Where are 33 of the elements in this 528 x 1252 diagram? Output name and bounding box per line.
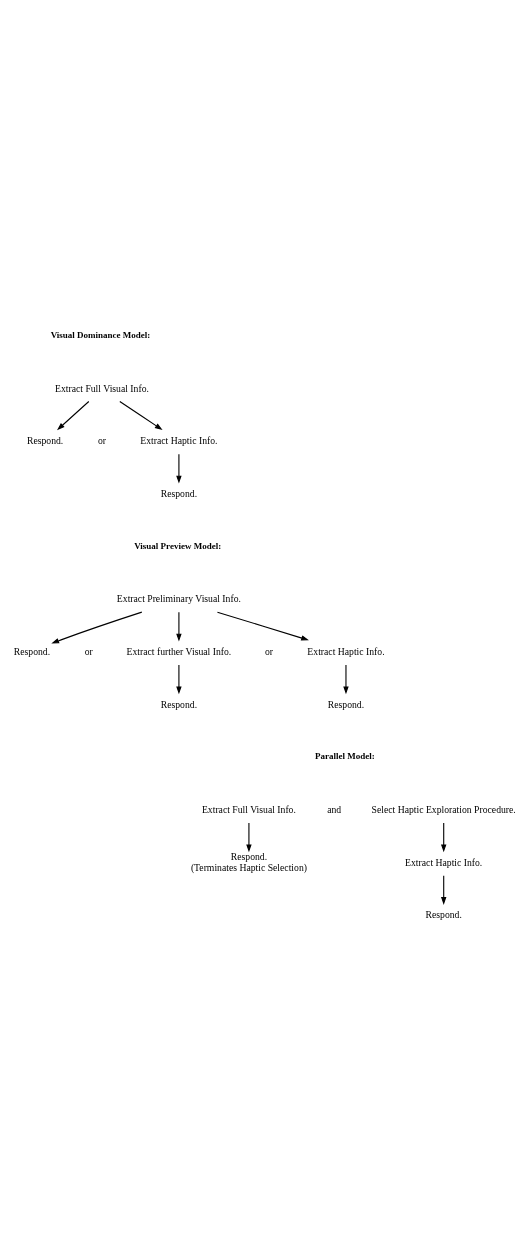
node-text: Extract further Visual Info. — [126, 645, 232, 657]
arrow — [216, 611, 309, 641]
node-text: Extract Haptic Info. — [405, 856, 483, 868]
label: or — [84, 645, 93, 657]
arrow — [176, 664, 182, 695]
label: and — [327, 803, 342, 815]
node-text: Respond. (Terminates Haptic Selection) — [190, 851, 307, 873]
arrow — [119, 400, 163, 431]
node-text: Respond. — [160, 487, 198, 499]
node-text: Respond. — [425, 909, 462, 921]
arrow — [57, 400, 90, 431]
node-text: Respond. — [26, 435, 64, 447]
arrow — [176, 453, 182, 484]
node-text: Respond. — [160, 698, 198, 710]
label: or — [97, 435, 107, 447]
node-text: Extract Full Visual Info. — [54, 382, 149, 394]
arrow — [176, 611, 182, 642]
label: Visual Preview Model: — [134, 540, 222, 551]
arrow — [343, 664, 349, 695]
arrow — [246, 822, 252, 853]
arrow — [441, 875, 447, 905]
node-text: Extract Haptic Info. — [140, 435, 218, 447]
label: or — [264, 645, 274, 657]
node-text: Extract Preliminary Visual Info. — [116, 593, 241, 605]
arrow — [441, 822, 447, 853]
node-text: Extract Full Visual Info. — [201, 803, 296, 815]
node-text: Extract Haptic Info. — [307, 645, 385, 657]
label: Parallel Model: — [315, 751, 375, 762]
node-text: Respond. — [13, 645, 51, 657]
node-text: Select Haptic Exploration Procedure. — [371, 803, 516, 815]
arrow — [51, 611, 143, 644]
label: Visual Dominance Model: — [50, 329, 151, 340]
node-text: Respond. — [327, 698, 365, 710]
